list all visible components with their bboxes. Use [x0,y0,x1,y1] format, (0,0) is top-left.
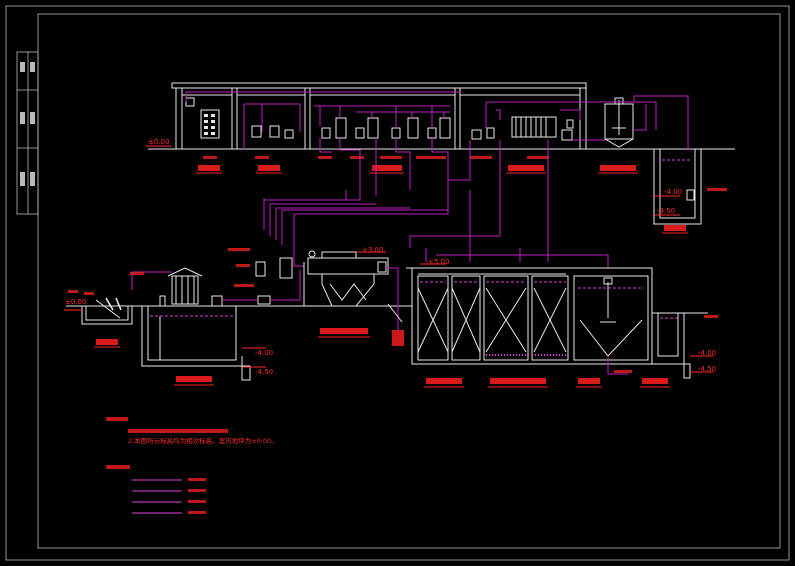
sludge-pit-elevations: -4.00 -4.50 [654,188,682,216]
building-equipment-house [148,82,735,225]
unit-label-equalization [176,376,212,382]
upper-room-labels [196,156,727,234]
elevation-mark-upper: ±0.00 [146,138,172,147]
elevation-label: +3.00 [362,246,383,254]
unit-label-clear-water [642,378,668,384]
elevation-label: ±5.00 [428,258,449,266]
legend-heading [106,465,130,469]
legend-block [106,465,206,514]
unit-label-hydrolysis [426,378,462,384]
inner-frame [37,13,781,549]
elevation-label: ±0.00 [148,138,169,146]
unit-label-daf [320,328,368,334]
bio-tank-block: ±5.00 -4.00 -4.50 [406,258,718,379]
room-label-control [198,165,220,171]
equalization-tank: -4.00 -4.50 [130,267,273,386]
daf-unit: +3.00 [303,246,404,346]
room-label-sludge-tank [600,165,636,171]
room-label-sludge-pit [664,225,686,231]
elevation-label: -4.00 [255,349,273,357]
elevation-label: -4.50 [698,365,716,373]
bio-block-labels [424,378,670,388]
elevation-label: -4.50 [657,207,675,215]
elevation-label: ±0.00 [65,298,86,306]
unit-label-grit [96,339,118,345]
note-line-1 [128,429,228,433]
outer-frame [5,5,790,561]
ground-line [66,305,708,314]
grit-chamber: ±0.00 [64,290,133,348]
unit-label-sedimentation [578,378,600,384]
elevation-label: -4.50 [255,368,273,376]
lift-pump-dosing [222,248,301,305]
notes-block: 2.本图所示标高均为相对标高，室内地坪为±0.00。 [106,417,278,445]
elevation-label: -4.00 [664,188,682,196]
room-label-blower [258,165,280,171]
unit-label-contact-oxidation [490,378,546,384]
room-label-sludge-dewatering [508,165,544,171]
pipelines-upper [185,91,689,268]
room-label-dosing [372,165,402,171]
side-title-text [20,62,35,186]
notes-heading [106,417,128,421]
elevation-label: -4.00 [698,349,716,357]
side-title-block [16,51,39,215]
note-line-2: 2.本图所示标高均为相对标高，室内地坪为±0.00。 [128,436,278,445]
